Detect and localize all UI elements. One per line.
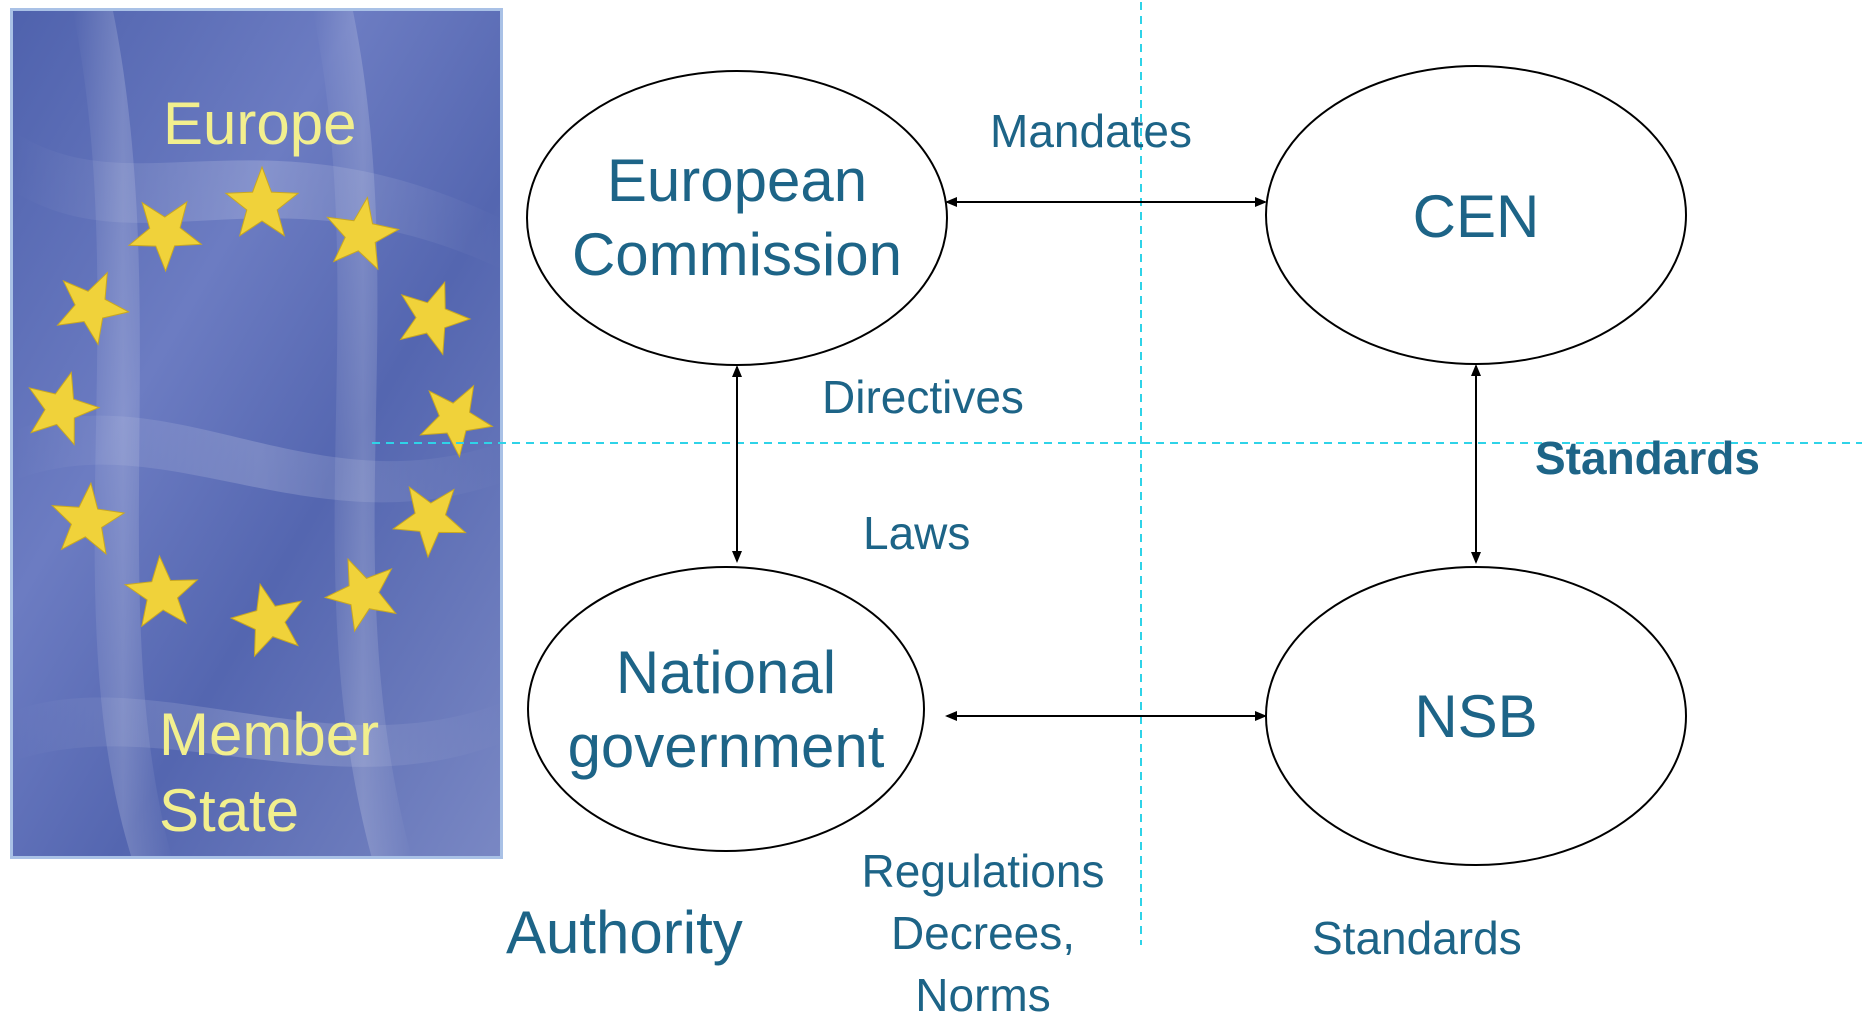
regulations-label: Regulations Decrees, Norms — [838, 840, 1128, 1026]
national-government-label: National government — [526, 636, 926, 784]
flag-star-icon — [419, 384, 494, 459]
flag-star-icon — [224, 165, 300, 237]
european-commission-label: European Commission — [537, 144, 937, 292]
flag-star-icon — [127, 200, 203, 273]
cen-label: CEN — [1412, 183, 1540, 250]
flag-star-icon — [326, 196, 401, 271]
flag-star-icon — [28, 371, 101, 446]
european-commission-line1: European — [606, 147, 868, 214]
flag-label-europe: Europe — [163, 90, 357, 157]
flag-star-icon — [391, 485, 467, 559]
flag-star-icon — [323, 557, 397, 633]
authority-label: Authority — [506, 899, 743, 966]
mandates-label: Mandates — [990, 105, 1193, 157]
directives-label: Directives — [822, 371, 1024, 423]
national-government-line1: National — [615, 639, 837, 706]
national-government-line2: government — [567, 713, 885, 780]
flag-label-state: State — [159, 777, 300, 844]
regulations-line3: Norms — [915, 969, 1051, 1021]
laws-label: Laws — [863, 507, 971, 559]
regulations-line1: Regulations — [861, 845, 1105, 897]
flag-star-icon — [399, 280, 472, 356]
eu-flag-image — [13, 11, 500, 856]
nsb-label: NSB — [1414, 683, 1538, 750]
european-commission-line2: Commission — [571, 221, 903, 288]
standards-label: Standards — [1312, 912, 1522, 964]
flag-star-icon — [56, 271, 131, 346]
flag-label-member: Member — [159, 701, 380, 768]
regulations-line2: Decrees, — [890, 907, 1076, 959]
flag-star-icon — [229, 582, 303, 658]
standards-bold-label: Standards — [1535, 432, 1760, 484]
flag-star-icon — [123, 554, 199, 628]
flag-star-icon — [50, 481, 126, 556]
eu-flag-panel: Europe Member State — [10, 8, 503, 859]
national-government-ellipse — [527, 566, 925, 852]
